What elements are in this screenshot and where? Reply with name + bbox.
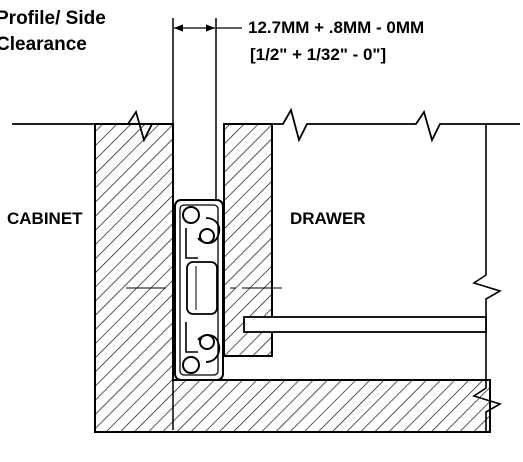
cabinet-label: CABINET — [7, 209, 83, 228]
dimension-line-1: 12.7MM + .8MM - 0MM — [248, 18, 424, 37]
dimension-line-2: [1/2" + 1/32" - 0"] — [250, 45, 386, 64]
title-line-1: Profile/ Side — [0, 8, 106, 29]
drawer-bottom — [243, 316, 487, 333]
slide-profile — [174, 199, 224, 381]
title-line-2: Clearance — [0, 34, 87, 55]
drawer-label: DRAWER — [290, 209, 366, 228]
cabinet-wall — [94, 123, 491, 433]
top-break-line — [12, 107, 520, 143]
right-break-line — [472, 124, 503, 432]
